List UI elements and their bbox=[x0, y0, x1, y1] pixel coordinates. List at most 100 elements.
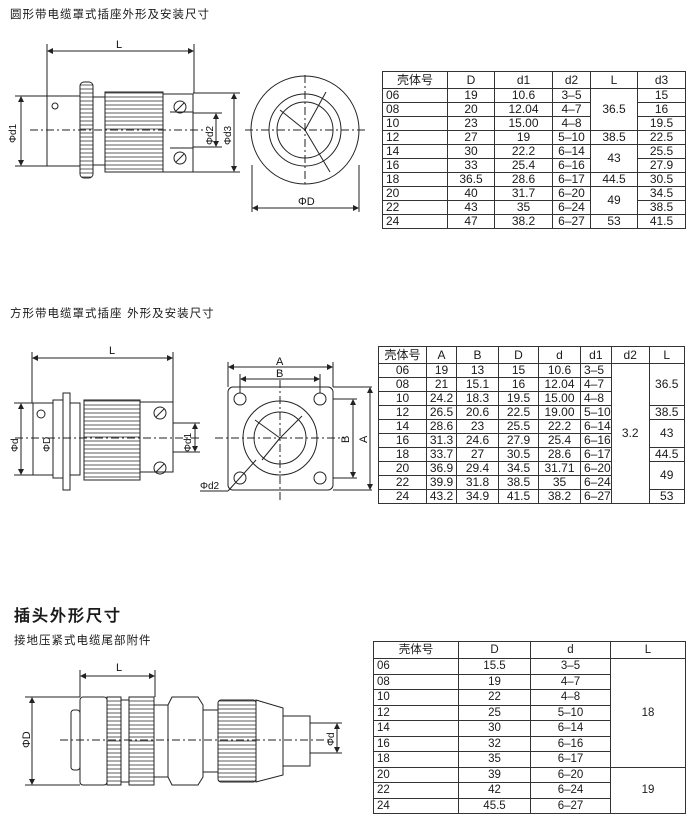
dim-D: ΦD bbox=[21, 731, 33, 748]
table-cell: 16 bbox=[637, 102, 686, 117]
table-cell: 22 bbox=[382, 200, 448, 215]
table-cell: 44.5 bbox=[648, 447, 685, 462]
table-cell: 19 bbox=[447, 88, 495, 103]
table-cell: 49 bbox=[648, 461, 685, 490]
table-cell: 6–27 bbox=[552, 214, 591, 229]
table-cell: 29.4 bbox=[456, 461, 499, 476]
table-cell: 22.2 bbox=[494, 144, 553, 159]
table-cell: 23 bbox=[447, 116, 495, 131]
table-cell: 42 bbox=[458, 782, 531, 799]
table-cell: 16 bbox=[373, 735, 459, 752]
column-header: L bbox=[610, 641, 686, 659]
table-cell: 30 bbox=[458, 720, 531, 737]
table-cell: 6–14 bbox=[552, 144, 591, 159]
table-cell: 3–5 bbox=[552, 88, 591, 103]
table-cell: 08 bbox=[382, 102, 448, 117]
table-cell: 19.00 bbox=[538, 405, 581, 420]
section1-title: 圆形带电缆罩式插座外形及安装尺寸 bbox=[10, 7, 210, 21]
table-cell: 24.6 bbox=[456, 433, 499, 448]
table-cell: 19.5 bbox=[637, 116, 686, 131]
table-cell: 6–24 bbox=[530, 782, 611, 799]
table-cell: 3.2 bbox=[610, 363, 650, 504]
column-header: A bbox=[426, 346, 457, 364]
column-header: D bbox=[447, 71, 495, 89]
table-cell: 6–14 bbox=[530, 720, 611, 737]
table-cell: 32 bbox=[458, 735, 531, 752]
section3-title: 插头外形尺寸 bbox=[14, 606, 123, 625]
table-cell: 24 bbox=[373, 797, 459, 814]
table-cell: 24.2 bbox=[426, 391, 457, 406]
table-cell: 27.9 bbox=[637, 158, 686, 173]
table-cell: 33 bbox=[447, 158, 495, 173]
table-cell: 36.5 bbox=[648, 363, 685, 406]
table-cell: 25 bbox=[458, 704, 531, 721]
table-cell: 19 bbox=[494, 130, 553, 145]
table-cell: 3–5 bbox=[580, 363, 612, 378]
table-cell: 6–14 bbox=[580, 419, 612, 434]
dim-d1: Φd1 bbox=[183, 432, 194, 452]
table-cell: 18 bbox=[373, 751, 459, 768]
table-cell: 30.5 bbox=[637, 172, 686, 187]
table-cell: 21 bbox=[426, 377, 457, 392]
table-cell: 41.5 bbox=[637, 214, 686, 229]
column-header: d2 bbox=[610, 346, 650, 364]
table-cell: 14 bbox=[382, 144, 448, 159]
table-cell: 27 bbox=[456, 447, 499, 462]
column-header: d1 bbox=[580, 346, 612, 364]
table-cell: 53 bbox=[648, 489, 685, 504]
table-cell: 4–7 bbox=[530, 673, 611, 690]
table-cell: 22.5 bbox=[498, 405, 539, 420]
table-cell: 22 bbox=[373, 782, 459, 799]
table-cell: 15.00 bbox=[538, 391, 581, 406]
table-cell: 6–20 bbox=[580, 461, 612, 476]
column-header: 壳体号 bbox=[373, 641, 459, 659]
table-cell: 38.5 bbox=[648, 405, 685, 420]
table-cell: 25.5 bbox=[498, 419, 539, 434]
table-cell: 15.5 bbox=[458, 658, 531, 675]
table-cell: 49 bbox=[590, 186, 638, 215]
column-header: d1 bbox=[494, 71, 553, 89]
table-cell: 35 bbox=[458, 751, 531, 768]
table-cell: 6–17 bbox=[530, 751, 611, 768]
table-cell: 18 bbox=[382, 172, 448, 187]
table-cell: 19.5 bbox=[498, 391, 539, 406]
table-cell: 43 bbox=[648, 419, 685, 448]
table-cell: 34.5 bbox=[498, 461, 539, 476]
table-cell: 22 bbox=[458, 689, 531, 706]
table-cell: 6–27 bbox=[580, 489, 612, 504]
column-header: 壳体号 bbox=[378, 346, 427, 364]
table-cell: 15 bbox=[498, 363, 539, 378]
table-cell: 34.5 bbox=[637, 186, 686, 201]
table-cell: 14 bbox=[373, 720, 459, 737]
table-cell: 35 bbox=[538, 475, 581, 490]
table-cell: 23 bbox=[456, 419, 499, 434]
table-cell: 06 bbox=[373, 658, 459, 675]
dim-d: Φd bbox=[326, 732, 337, 746]
table-cell: 16 bbox=[498, 377, 539, 392]
table-cell: 44.5 bbox=[590, 172, 638, 187]
table-cell: 4–8 bbox=[580, 391, 612, 406]
table-cell: 10 bbox=[382, 116, 448, 131]
table-cell: 12.04 bbox=[494, 102, 553, 117]
table-cell: 16 bbox=[382, 158, 448, 173]
column-header: L bbox=[590, 71, 638, 89]
dim-B-top: B bbox=[276, 368, 283, 380]
table-cell: 15.1 bbox=[456, 377, 499, 392]
table-cell: 25.5 bbox=[637, 144, 686, 159]
table-cell: 12.04 bbox=[538, 377, 581, 392]
table-cell: 5–10 bbox=[580, 405, 612, 420]
table-cell: 06 bbox=[382, 88, 448, 103]
table-cell: 33.7 bbox=[426, 447, 457, 462]
